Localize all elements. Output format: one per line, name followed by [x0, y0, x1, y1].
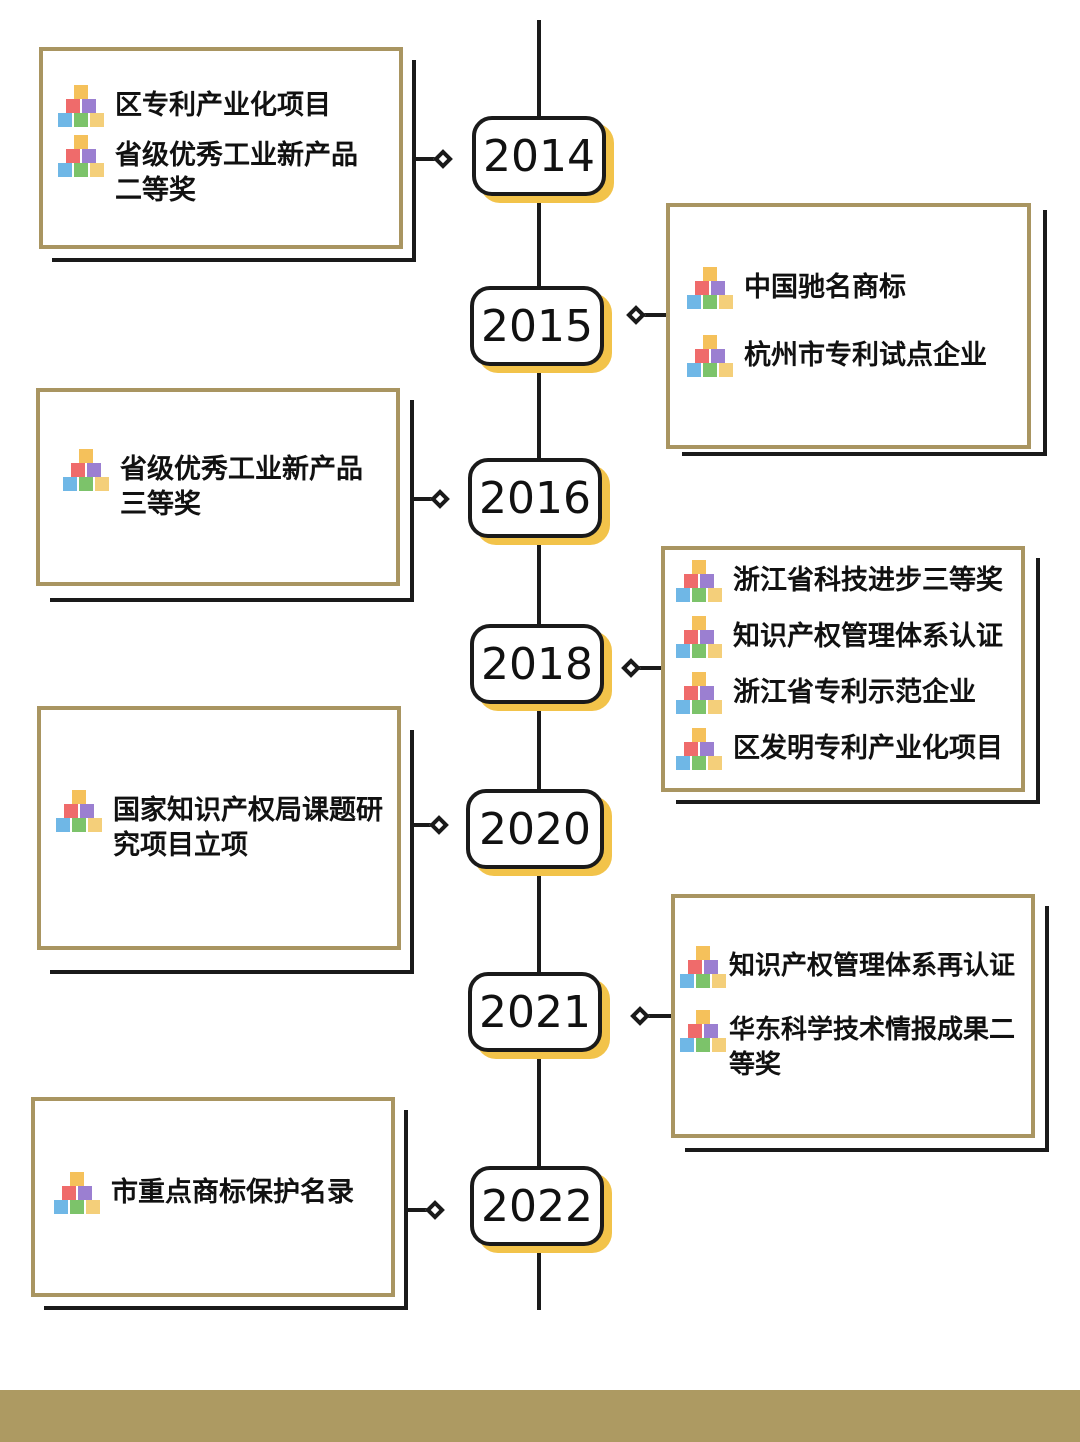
toy-blocks-icon [680, 1010, 726, 1052]
year-badge-2016: 2016 [468, 458, 602, 538]
card-shadow [685, 906, 1049, 1152]
toy-blocks-icon [676, 672, 722, 714]
card-shadow [44, 1110, 408, 1310]
milestone-card-2014: 区专利产业化项目 省级优秀工业新产品二等奖 [39, 47, 403, 249]
connector-line [408, 1208, 438, 1212]
connector-diamond [430, 489, 450, 509]
connector-diamond [425, 1200, 445, 1220]
toy-blocks-icon [54, 1172, 100, 1214]
milestone-item-text: 省级优秀工业新产品二等奖 [115, 140, 358, 206]
milestone-item-text: 华东科学技术情报成果二等奖 [729, 1015, 1016, 1080]
connector-line [414, 497, 444, 501]
milestone-item-text: 浙江省科技进步三等奖 [733, 565, 1003, 596]
card-shadow [50, 730, 414, 974]
milestone-item-text: 杭州市专利试点企业 [744, 340, 987, 371]
connector-diamond [621, 658, 641, 678]
connector-line [631, 666, 661, 670]
toy-blocks-icon [58, 85, 104, 127]
toy-blocks-icon [687, 267, 733, 309]
milestone-item: 市重点商标保护名录 [53, 1172, 381, 1219]
milestone-card-2016: 省级优秀工业新产品三等奖 [36, 388, 400, 586]
milestone-card-2022: 市重点商标保护名录 [31, 1097, 395, 1297]
milestone-card-2020: 国家知识产权局课题研究项目立项 [37, 706, 401, 950]
year-badge-2014: 2014 [472, 116, 606, 196]
toy-blocks-icon [676, 728, 722, 770]
milestone-card-2015: 中国驰名商标 杭州市专利试点企业 [666, 203, 1031, 449]
card-shadow [676, 558, 1040, 804]
milestone-item-text: 中国驰名商标 [744, 272, 906, 303]
milestone-item: 浙江省专利示范企业 [675, 672, 1011, 719]
year-badge-2015: 2015 [470, 286, 604, 366]
milestone-item: 区发明专利产业化项目 [675, 728, 1011, 775]
milestone-item-text: 知识产权管理体系再认证 [729, 951, 1016, 981]
toy-blocks-icon [680, 946, 726, 988]
toy-blocks-icon [63, 449, 109, 491]
milestone-item-text: 省级优秀工业新产品三等奖 [120, 454, 363, 520]
toy-blocks-icon [676, 616, 722, 658]
milestone-card-2018: 浙江省科技进步三等奖 知识产权管理体系认证 浙江省专利示范企业 区发明专利产业化… [661, 546, 1025, 792]
milestone-item: 知识产权管理体系再认证 [679, 946, 1027, 993]
toy-blocks-icon [687, 335, 733, 377]
milestone-item-text: 知识产权管理体系认证 [733, 621, 1003, 652]
card-shadow [682, 210, 1047, 456]
connector-diamond [626, 305, 646, 325]
connector-line [641, 1014, 671, 1018]
year-badge-2018: 2018 [470, 624, 604, 704]
milestone-item-text: 浙江省专利示范企业 [733, 677, 976, 708]
toy-blocks-icon [56, 790, 102, 832]
milestone-item: 杭州市专利试点企业 [686, 335, 1017, 382]
milestone-item: 省级优秀工业新产品三等奖 [62, 449, 386, 522]
toy-blocks-icon [676, 560, 722, 602]
footer-bar [0, 1390, 1080, 1442]
milestone-item-text: 市重点商标保护名录 [111, 1177, 354, 1208]
milestone-item-text: 国家知识产权局课题研究项目立项 [113, 795, 383, 861]
milestone-item: 中国驰名商标 [686, 267, 1017, 314]
connector-diamond [433, 149, 453, 169]
milestone-item: 浙江省科技进步三等奖 [675, 560, 1011, 607]
year-badge-2022: 2022 [470, 1166, 604, 1246]
connector-line [636, 313, 666, 317]
milestone-item: 华东科学技术情报成果二等奖 [679, 1010, 1027, 1083]
connector-line [412, 823, 442, 827]
connector-diamond [630, 1006, 650, 1026]
milestone-item-text: 区专利产业化项目 [115, 90, 331, 121]
connector-diamond [429, 815, 449, 835]
milestone-item: 区专利产业化项目 [57, 85, 389, 132]
milestone-item: 知识产权管理体系认证 [675, 616, 1011, 663]
card-shadow [52, 60, 416, 262]
connector-line [416, 157, 446, 161]
milestone-card-2021: 知识产权管理体系再认证 华东科学技术情报成果二等奖 [671, 894, 1035, 1138]
milestone-item: 省级优秀工业新产品二等奖 [57, 135, 389, 208]
year-badge-2021: 2021 [468, 972, 602, 1052]
milestone-item: 国家知识产权局课题研究项目立项 [55, 790, 387, 863]
card-shadow [50, 400, 414, 602]
toy-blocks-icon [58, 135, 104, 177]
milestone-item-text: 区发明专利产业化项目 [733, 733, 1003, 764]
year-badge-2020: 2020 [466, 789, 604, 869]
